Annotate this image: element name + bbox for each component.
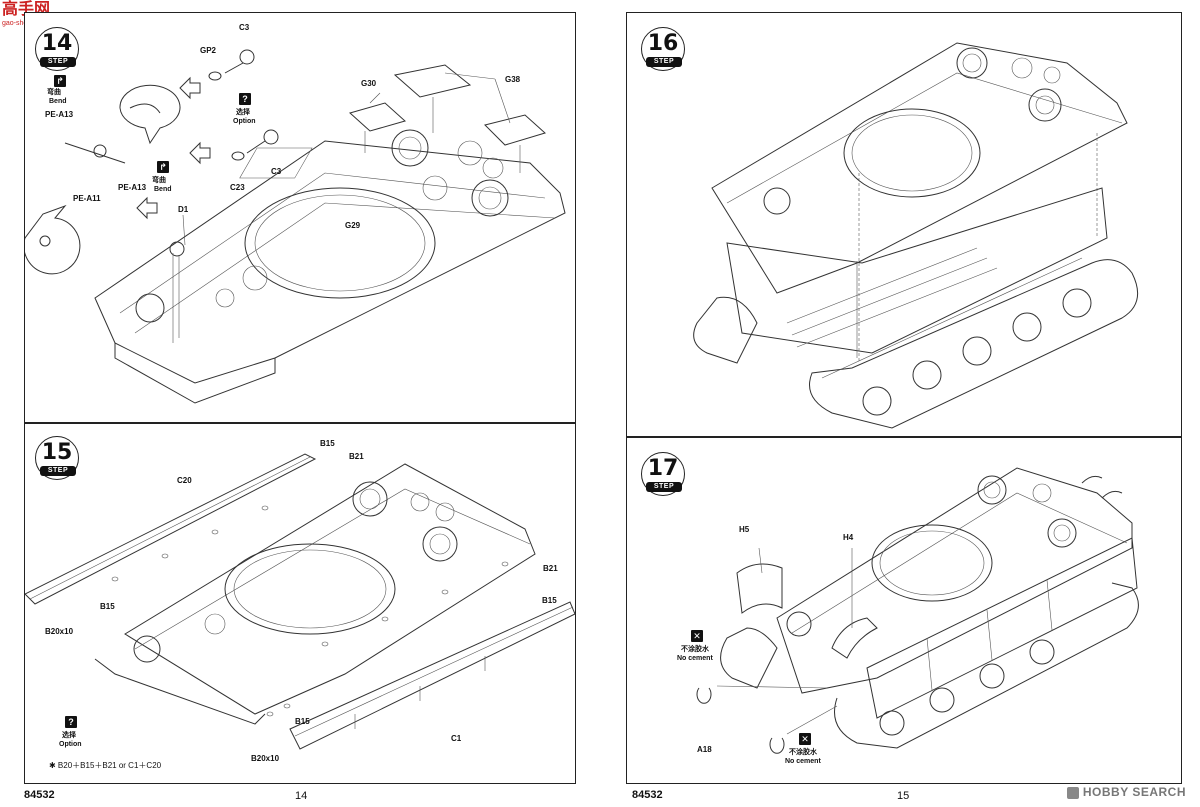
page-number-right: 15: [897, 790, 910, 802]
bend-cn: 弯曲: [152, 177, 166, 184]
step-label: STEP: [40, 57, 76, 67]
part-label: B15: [100, 602, 115, 611]
bend-cn: 弯曲: [47, 89, 61, 96]
no-cement-icon: ✕: [691, 630, 703, 642]
part-label: C23: [230, 183, 245, 192]
step-label: STEP: [646, 57, 682, 67]
no-cement-cn: 不涂胶水: [789, 749, 817, 756]
step-number: 14: [41, 31, 73, 56]
option-cn: 选择: [62, 732, 76, 739]
step-label: STEP: [40, 466, 76, 476]
part-label: G38: [505, 75, 521, 84]
part-label: PE-A13: [118, 183, 147, 192]
step-15-badge: 15 STEP: [35, 436, 79, 480]
watermark-text: HOBBY SEARCH: [1082, 785, 1186, 799]
bend-icon: ↱: [157, 161, 169, 173]
no-cement-icon: ✕: [799, 733, 811, 745]
no-cement-cn: 不涂胶水: [681, 646, 709, 653]
step-number: 17: [647, 456, 679, 481]
step-15-hull-drawing: [25, 453, 576, 750]
part-label: C20: [177, 476, 192, 485]
bend-en: Bend: [49, 98, 67, 105]
part-label: B21: [543, 564, 558, 573]
part-label: C1: [451, 734, 462, 743]
part-label: B15: [542, 596, 557, 605]
part-label: B15: [320, 439, 335, 448]
part-label: D1: [178, 205, 189, 214]
option-formula: ✱ B20＋B15＋B21 or C1＋C20: [49, 761, 162, 770]
step-14-badge: 14 STEP: [35, 27, 79, 71]
watermark-logo-bottom: HOBBY SEARCH: [1066, 785, 1186, 799]
part-label: C3: [239, 23, 250, 32]
option-icon: ?: [239, 93, 251, 105]
step-16-hull-drawing: [693, 42, 1139, 429]
step-label: STEP: [646, 482, 682, 492]
no-cement-en: No cement: [677, 655, 713, 662]
part-label: G29: [345, 221, 361, 230]
step-number: 15: [41, 440, 73, 465]
part-label: PE-A11: [73, 194, 101, 203]
step-15-panel: 15 STEP B15 B21 C20 B15 B20x10 B21 B15 B…: [24, 423, 576, 784]
step-17-badge: 17 STEP: [641, 452, 685, 496]
product-code-left: 84532: [24, 789, 55, 801]
part-label: H4: [843, 533, 854, 542]
part-label: A18: [697, 745, 712, 754]
option-cn: 选择: [236, 109, 250, 116]
part-label: B20x10: [45, 627, 74, 636]
option-en: Option: [59, 741, 82, 748]
step-14-panel: 14 STEP ↱ 弯曲 Bend PE-A13 PE-A11 PE-A13 ↱…: [24, 12, 576, 423]
part-label: H5: [739, 525, 750, 534]
part-label: B20x10: [251, 754, 280, 763]
part-label: GP2: [200, 46, 217, 55]
bend-en: Bend: [154, 186, 172, 193]
step-number: 16: [647, 31, 679, 56]
part-label: G30: [361, 79, 377, 88]
step-14-hull-drawing: [25, 49, 566, 404]
product-code-right: 84532: [632, 789, 663, 801]
step-17-panel: 17 STEP H5 H4 A18 ✕ 不涂胶水 No cement ✕ 不涂胶…: [626, 437, 1182, 784]
part-label: B21: [349, 452, 364, 461]
part-label: C3: [271, 167, 282, 176]
part-label: PE-A13: [45, 110, 74, 119]
option-icon: ?: [65, 716, 77, 728]
page-number-left: 14: [295, 790, 308, 802]
no-cement-en: No cement: [785, 758, 821, 765]
option-en: Option: [233, 118, 256, 125]
hobby-search-logo-icon: [1066, 786, 1079, 799]
bend-icon: ↱: [54, 75, 66, 87]
step-16-badge: 16 STEP: [641, 27, 685, 71]
part-label: B15: [295, 717, 310, 726]
step-16-panel: 16 STEP: [626, 12, 1182, 437]
step-17-hull-drawing: [696, 467, 1139, 754]
